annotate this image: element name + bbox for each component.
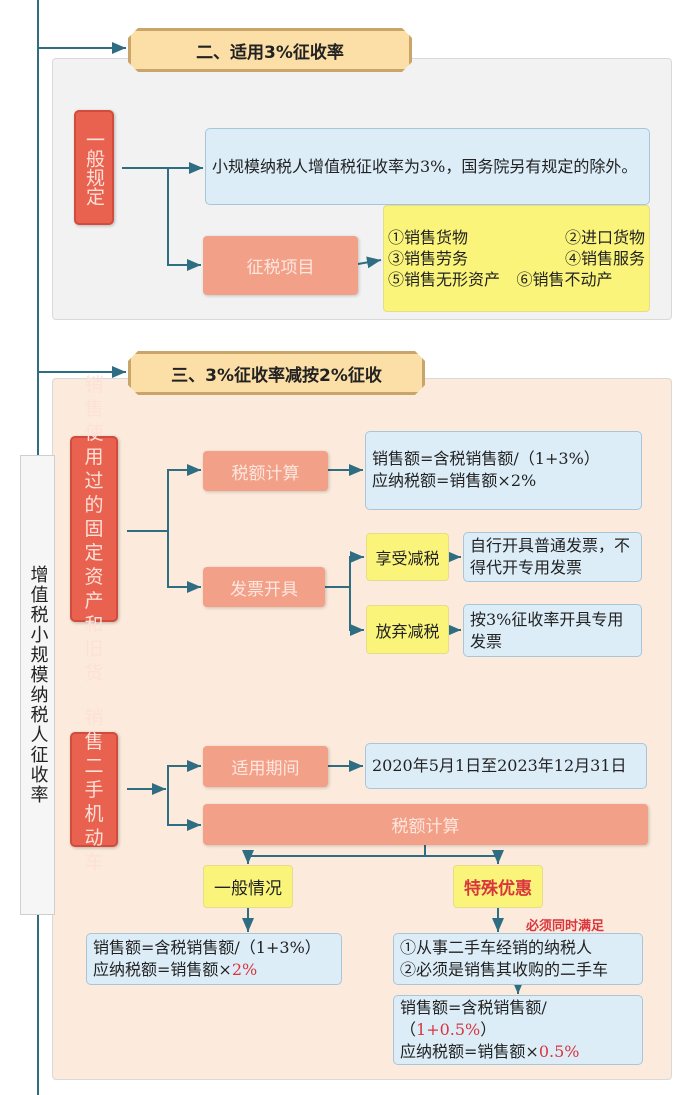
enjoy-text: 自行开具普通发票，不得代开专用发票 bbox=[470, 536, 631, 577]
tax-item: ①销售货物 bbox=[388, 228, 469, 247]
formula-line: 应纳税额=销售额×2% bbox=[93, 959, 335, 981]
used-assets-box: 销售使用过的固定资产和旧货 bbox=[70, 374, 118, 684]
enjoy-reduction-box: 享受减税 bbox=[366, 533, 449, 581]
condition-item: ②必须是销售其收购的二手车 bbox=[400, 960, 609, 979]
formula-line: 应纳税额=销售额×0.5% bbox=[400, 1041, 636, 1063]
tax-item: ④销售服务 bbox=[564, 249, 645, 268]
formula-text: 应纳税额=销售额× bbox=[93, 960, 232, 979]
rule-text: 小规模纳税人增值税征收率为3%，国务院另有规定的除外。 bbox=[212, 156, 638, 176]
special-note: 必须同时满足 bbox=[526, 919, 605, 934]
asset-calc-box: 税额计算 bbox=[203, 451, 328, 491]
formula-line: 销售额=含税销售额/（1+0.5%） bbox=[400, 997, 636, 1041]
rate-highlight: 1+0.5% bbox=[416, 1020, 481, 1039]
tax-item: ⑥销售不动产 bbox=[516, 270, 613, 289]
waive-reduction-text: 按3%征收率开具专用发票 bbox=[463, 604, 642, 657]
formula-line: 销售额=含税销售额/（1+3%） bbox=[93, 938, 321, 957]
used-assets-label: 销售使用过的固定资产和旧货 bbox=[84, 374, 104, 684]
period-text-box: 2020年5月1日至2023年12月31日 bbox=[365, 743, 647, 789]
rate-highlight: 2% bbox=[231, 960, 258, 979]
formula-text: ） bbox=[480, 1020, 497, 1039]
special-formula-box: 销售额=含税销售额/（1+0.5%） 应纳税额=销售额×0.5% bbox=[393, 995, 643, 1065]
side-title-label: 增值税小规模纳税人征收率 bbox=[20, 455, 55, 915]
car-calc-box: 税额计算 bbox=[203, 804, 648, 845]
rate-highlight: 0.5% bbox=[538, 1042, 580, 1061]
invoice-box: 发票开具 bbox=[203, 567, 325, 607]
period-text: 2020年5月1日至2023年12月31日 bbox=[372, 756, 627, 775]
tax-item: ②进口货物 bbox=[564, 228, 645, 247]
formula-text: 应纳税额=销售额× bbox=[400, 1042, 539, 1061]
tax-items-list: ①销售货物 ②进口货物 ③销售劳务 ④销售服务 ⑤销售无形资产 ⑥销售不动产 bbox=[383, 205, 650, 312]
condition-item: ①从事二手车经销的纳税人 bbox=[400, 938, 593, 957]
section2-banner: 二、适用3%征收率 bbox=[128, 28, 412, 72]
formula-line: 销售额=含税销售额/（1+3%） bbox=[372, 449, 600, 468]
section3-banner: 三、3%征收率减按2%征收 bbox=[128, 351, 425, 395]
general-rule-box: 一般规定 bbox=[74, 110, 114, 225]
general-formula-box: 销售额=含税销售额/（1+3%） 应纳税额=销售额×2% bbox=[86, 933, 342, 985]
tax-items-box: 征税项目 bbox=[203, 236, 358, 295]
waive-reduction-box: 放弃减税 bbox=[366, 605, 449, 654]
conditions-box: ①从事二手车经销的纳税人 ②必须是销售其收购的二手车 bbox=[393, 933, 643, 985]
formula-line: 应纳税额=销售额×2% bbox=[372, 471, 537, 490]
formula-text: 销售额=含税销售额/（ bbox=[400, 998, 547, 1039]
used-cars-label: 销售二手机动车 bbox=[84, 706, 104, 873]
period-box: 适用期间 bbox=[203, 746, 328, 787]
general-rule-label: 一般规定 bbox=[83, 129, 105, 206]
tax-item: ⑤销售无形资产 bbox=[388, 270, 501, 289]
general-case-box: 一般情况 bbox=[203, 865, 293, 908]
waive-text: 按3%征收率开具专用发票 bbox=[470, 610, 624, 651]
rule-text-box: 小规模纳税人增值税征收率为3%，国务院另有规定的除外。 bbox=[205, 128, 650, 205]
tax-item: ③销售劳务 bbox=[388, 249, 469, 268]
asset-calc-formula: 销售额=含税销售额/（1+3%） 应纳税额=销售额×2% bbox=[365, 431, 642, 510]
enjoy-reduction-text: 自行开具普通发票，不得代开专用发票 bbox=[463, 532, 642, 582]
used-cars-box: 销售二手机动车 bbox=[70, 707, 118, 873]
special-offer-box: 特殊优惠 bbox=[453, 865, 543, 908]
